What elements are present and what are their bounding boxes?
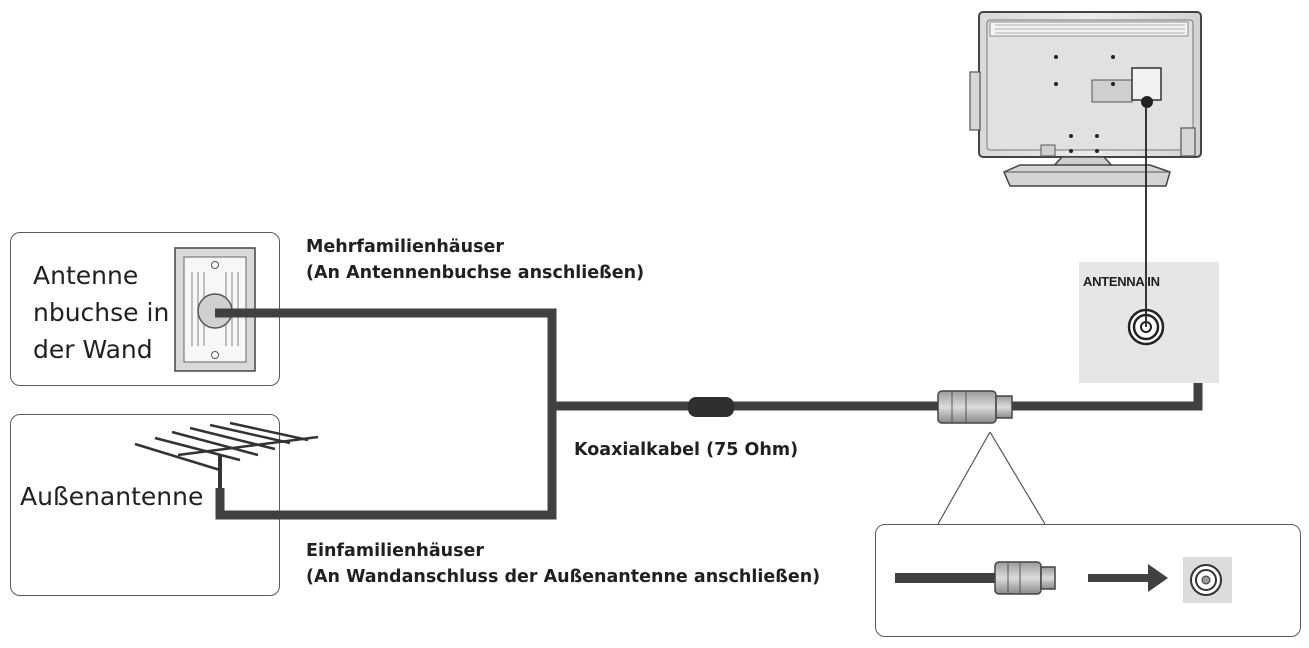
multi-family-title: Mehrfamilienhäuser: [306, 237, 504, 257]
coaxial-cable: [215, 308, 1203, 520]
yagi-antenna-icon: [134, 421, 319, 512]
ferrite-core: [688, 397, 734, 417]
cable-label: Koaxialkabel (75 Ohm): [574, 440, 799, 460]
single-family-title: Einfamilienhäuser: [306, 541, 485, 561]
detail-plug-icon: [895, 561, 1056, 595]
right-arrow-icon: [1088, 564, 1168, 592]
zoom-line-left: [937, 431, 991, 525]
outdoor-antenna-label: Außenantenne: [20, 482, 204, 511]
single-family-subtitle: (An Wandanschluss der Außenantenne ansch…: [306, 567, 821, 587]
outdoor-antenna-box: [10, 414, 280, 596]
detail-jack-icon: [1183, 557, 1232, 603]
coax-plug-icon: [937, 390, 1013, 424]
wall-socket-label: Antenne nbuchse in der Wand: [33, 257, 169, 368]
wall-socket-label-line3: der Wand: [33, 335, 153, 364]
antenna-in-label: ANTENNA IN: [1083, 274, 1160, 289]
tv-icon: [969, 11, 1202, 327]
wall-socket-label-line1: Antenne: [33, 261, 139, 290]
multi-family-subtitle: (An Antennenbuchse anschließen): [306, 263, 645, 283]
wall-socket-label-line2: nbuchse in: [33, 298, 170, 327]
single-family-label: Einfamilienhäuser (An Wandanschluss der …: [306, 538, 820, 590]
multi-family-label: Mehrfamilienhäuser (An Antennenbuchse an…: [306, 234, 644, 286]
zoom-line-right: [989, 431, 1046, 525]
tv-jack-panel: [1079, 262, 1219, 383]
